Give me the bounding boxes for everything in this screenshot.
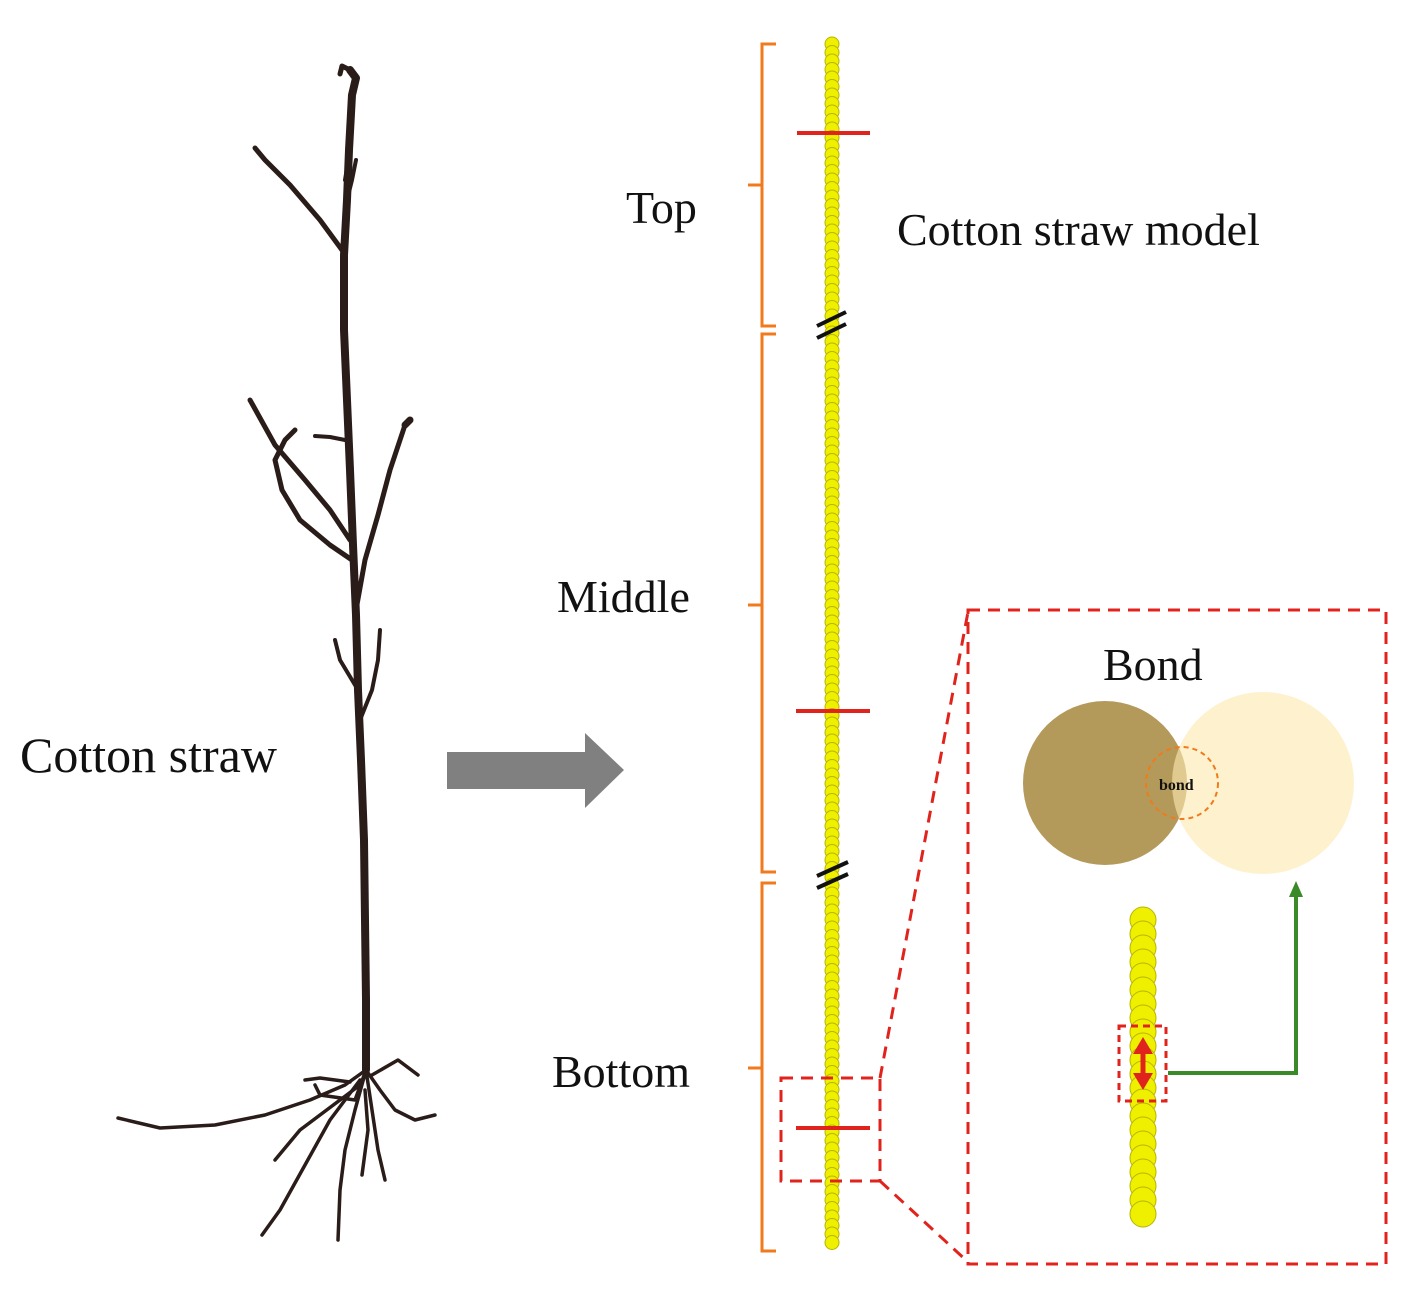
- double-slash-icon: [816, 310, 847, 340]
- double-headed-arrow-icon: [1133, 1037, 1153, 1090]
- section-label-middle: Middle: [557, 571, 690, 622]
- model-title: Cotton straw model: [897, 204, 1260, 255]
- bond-diagram: bond: [1023, 692, 1354, 874]
- bond-highlight-box: [1117, 1024, 1168, 1103]
- branch: [345, 158, 358, 202]
- branch: [353, 422, 408, 613]
- sphere-dark: [1023, 701, 1187, 865]
- segment-ticks: [796, 131, 870, 1130]
- roots: [116, 1058, 437, 1242]
- bond-region: [1145, 746, 1219, 820]
- particle: [1129, 1200, 1157, 1228]
- section-label-bottom: Bottom: [552, 1046, 690, 1097]
- zoom-detail-box: [966, 608, 1388, 1266]
- zoom-callout: [779, 608, 1388, 1266]
- bottom-bracket: [748, 881, 776, 1253]
- branch: [333, 638, 360, 692]
- branch: [358, 628, 382, 722]
- branch: [252, 145, 345, 253]
- branch: [247, 397, 353, 543]
- double-slash-icon: [816, 860, 849, 890]
- right-arrow-icon: [447, 733, 624, 808]
- section-brackets: [748, 42, 776, 1253]
- bond-label: bond: [1159, 777, 1194, 794]
- branch: [401, 416, 414, 429]
- sphere-light: [1172, 692, 1354, 874]
- branch: [343, 103, 355, 182]
- middle-bracket: [748, 332, 776, 874]
- leader-arrow: [1168, 895, 1298, 1075]
- section-label-top: Top: [626, 182, 697, 233]
- bond-title: Bond: [1103, 639, 1203, 690]
- particle: [824, 1235, 840, 1250]
- leader-arrowhead: [1289, 881, 1303, 897]
- detail-particle-chain: [1129, 906, 1157, 1228]
- branch: [272, 427, 355, 563]
- particle-chain: [824, 36, 840, 1250]
- zoom-source-box: [779, 1076, 882, 1183]
- cotton-straw-plant: [116, 63, 437, 1242]
- cotton-straw-label: Cotton straw: [20, 727, 277, 783]
- branch: [313, 434, 347, 442]
- top-bracket: [748, 42, 776, 328]
